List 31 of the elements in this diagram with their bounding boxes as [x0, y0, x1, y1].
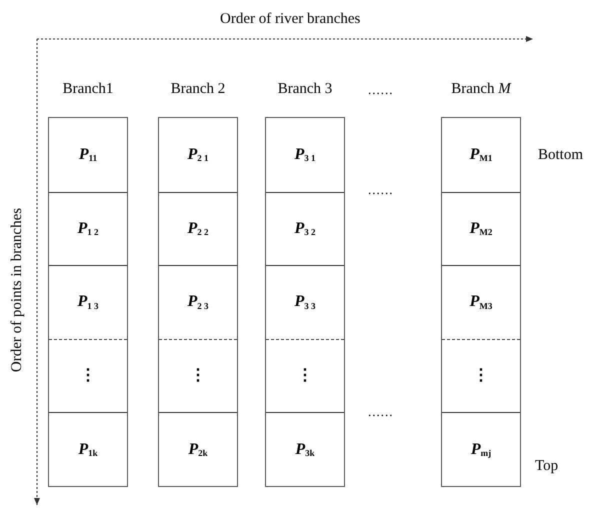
- axis-label: Order of points in branches: [8, 208, 26, 372]
- point-label: P$_{1k}$: [78, 440, 98, 460]
- axis-label: Order of river branches: [220, 10, 360, 29]
- point-label: P$_{3 2}$: [294, 218, 316, 240]
- point-label: P$_{3k}$: [295, 440, 315, 460]
- point-label: P$_{11}$: [78, 144, 98, 166]
- point-label: P$_{2 3}$: [187, 292, 209, 313]
- column-heading: Branch 2: [170, 80, 226, 99]
- point-label: P$_{M3}$: [470, 292, 492, 313]
- point-label: P$_{3 3}$: [294, 292, 316, 313]
- axis-label: Bottom: [538, 146, 584, 165]
- point-label: P$_{1 3}$: [77, 292, 99, 313]
- ellipsis: ......: [368, 403, 394, 421]
- point-label: P$_{2 2}$: [187, 218, 209, 240]
- column-heading: Branch M: [450, 80, 512, 99]
- point-label: P$_{2 1}$: [187, 144, 209, 166]
- point-label: P$_{mj}$: [470, 440, 492, 460]
- ellipsis: ......: [368, 181, 394, 199]
- point-label: ⋮: [473, 366, 489, 386]
- point-label: P$_{1 2}$: [77, 218, 99, 240]
- point-label: ⋮: [297, 366, 313, 386]
- point-label: ⋮: [80, 366, 96, 386]
- point-label: P$_{3 1}$: [294, 144, 316, 166]
- point-label: P$_{2k}$: [188, 440, 208, 460]
- ellipsis: ......: [368, 81, 394, 99]
- axis-label: Top: [535, 457, 558, 476]
- point-label: P$_{M2}$: [470, 218, 492, 240]
- column-heading: Branch1: [62, 80, 114, 99]
- point-label: P$_{M1}$: [470, 144, 492, 166]
- point-label: ⋮: [190, 366, 206, 386]
- column-heading: Branch 3: [276, 80, 334, 99]
